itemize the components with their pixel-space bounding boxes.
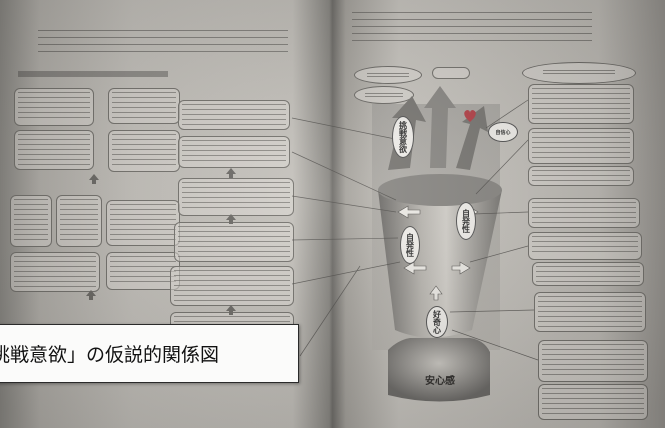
left-header-text	[38, 30, 288, 58]
right-box-9	[538, 384, 648, 420]
label-curiosity: 好奇心	[426, 306, 448, 338]
right-box-2	[528, 128, 634, 164]
center-box-2	[178, 136, 290, 168]
right-box-1	[528, 84, 634, 124]
right-oval-1	[354, 66, 422, 84]
left-box-4	[56, 195, 102, 247]
caption-banner: 挑戦意欲」の仮説的関係図	[0, 324, 299, 383]
right-oval-3	[522, 62, 636, 84]
left-box-1	[14, 88, 94, 126]
label-autonomy-right: 自発性	[456, 202, 476, 240]
right-small-box	[432, 67, 470, 79]
label-confidence: 自信心	[488, 122, 518, 142]
right-box-4	[528, 198, 640, 228]
center-box-1	[178, 100, 290, 130]
left-section-heading	[18, 71, 168, 77]
center-box-4	[174, 222, 294, 262]
left-box-7	[108, 130, 180, 172]
right-box-8	[538, 340, 648, 382]
label-security: 安心感	[425, 376, 455, 387]
up-arrow-icon	[89, 174, 99, 184]
caption-text: 挑戦意欲」の仮説的関係図	[0, 344, 220, 366]
center-box-5	[170, 266, 294, 306]
right-box-5	[528, 232, 642, 260]
left-box-5	[10, 252, 100, 292]
label-challenge: 挑戦意欲	[392, 116, 414, 158]
up-arrow-icon	[226, 168, 236, 178]
left-box-9	[106, 252, 180, 290]
left-box-2	[14, 130, 94, 170]
left-box-3	[10, 195, 52, 247]
left-box-8	[106, 200, 180, 246]
right-box-3	[528, 166, 634, 186]
right-oval-2	[354, 86, 414, 104]
up-arrow-icon	[226, 214, 236, 224]
right-box-6	[532, 262, 644, 286]
up-arrow-icon	[226, 305, 236, 315]
right-header-text	[352, 12, 592, 46]
center-box-3	[178, 178, 294, 216]
right-box-7	[534, 292, 646, 332]
up-arrow-icon	[86, 290, 96, 300]
label-autonomy-left: 自発性	[400, 226, 420, 264]
left-box-6	[108, 88, 180, 124]
